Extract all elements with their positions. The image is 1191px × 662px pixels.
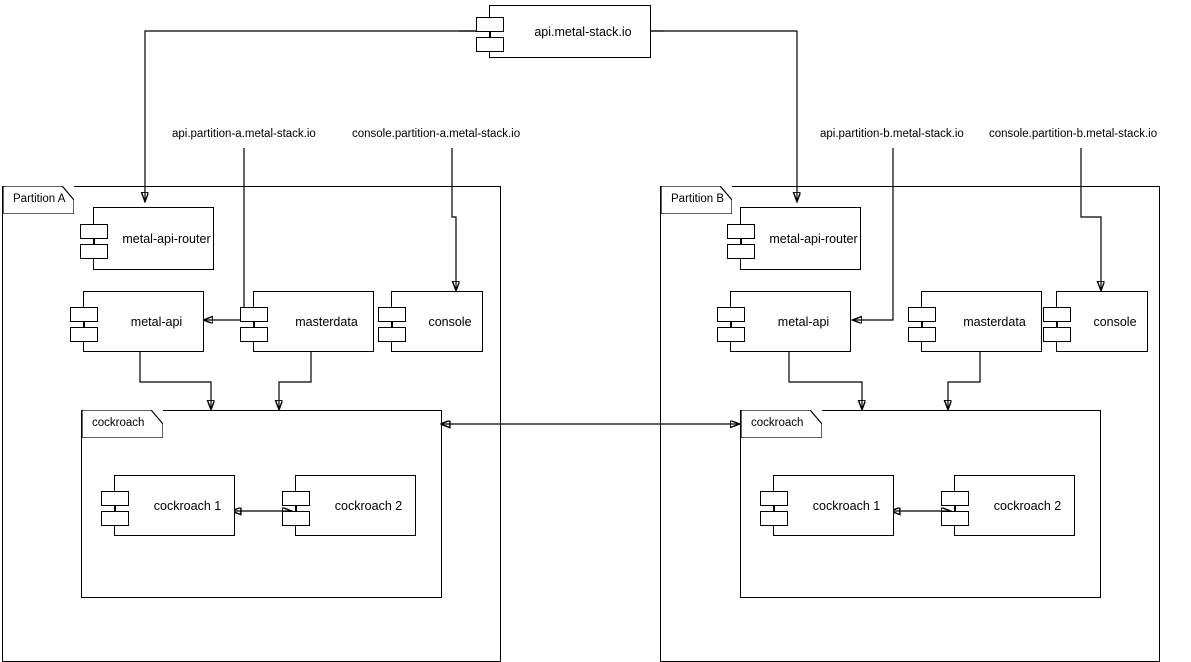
component-label: cockroach 1: [153, 498, 222, 513]
component-port-top: [908, 307, 936, 322]
component-metal-api-b[interactable]: metal-api: [717, 291, 851, 352]
component-port-bottom: [476, 37, 504, 52]
component-port-top: [760, 491, 788, 506]
package-tab-cockroach-a: cockroach: [81, 410, 163, 438]
package-partition-b[interactable]: Partition B metal-api-router metal-api m…: [660, 186, 1160, 662]
port-stem: [83, 307, 85, 339]
port-stem: [295, 491, 297, 523]
component-label: cockroach 1: [812, 498, 881, 513]
component-console-b[interactable]: console: [1043, 291, 1148, 352]
component-port-top: [1043, 307, 1071, 322]
package-label: cockroach: [92, 417, 145, 430]
component-port-bottom: [378, 327, 406, 342]
port-stem: [921, 307, 923, 339]
component-port-top: [282, 491, 310, 506]
package-label: cockroach: [751, 417, 804, 430]
edge-label-console-partition-a: console.partition-a.metal-stack.io: [352, 128, 521, 140]
component-port-bottom: [941, 511, 969, 526]
component-label: api.metal-stack.io: [534, 24, 632, 39]
component-label: cockroach 2: [993, 498, 1062, 513]
component-console-a[interactable]: console: [378, 291, 483, 352]
port-stem: [1056, 307, 1058, 339]
component-port-top: [70, 307, 98, 322]
port-stem: [740, 224, 742, 256]
component-cockroach-2-b[interactable]: cockroach 2: [941, 475, 1075, 536]
package-cockroach-a[interactable]: cockroach cockroach 1 cockroach 2: [81, 410, 442, 598]
component-port-bottom: [717, 327, 745, 342]
package-label: Partition B: [671, 193, 725, 206]
package-label: Partition A: [13, 193, 66, 206]
component-masterdata-a[interactable]: masterdata: [240, 291, 374, 352]
component-cockroach-1-a[interactable]: cockroach 1: [101, 475, 235, 536]
component-masterdata-b[interactable]: masterdata: [908, 291, 1042, 352]
port-stem: [730, 307, 732, 339]
component-metal-api-router-b[interactable]: metal-api-router: [727, 207, 861, 270]
component-metal-api-a[interactable]: metal-api: [70, 291, 204, 352]
component-port-top: [378, 307, 406, 322]
component-port-bottom: [101, 511, 129, 526]
component-port-bottom: [1043, 327, 1071, 342]
component-label: masterdata: [963, 314, 1026, 329]
component-label: cockroach 2: [334, 498, 403, 513]
component-port-bottom: [240, 327, 268, 342]
component-cockroach-1-b[interactable]: cockroach 1: [760, 475, 894, 536]
port-stem: [954, 491, 956, 523]
port-stem: [93, 224, 95, 256]
wire-root-to-router-a: [145, 30, 489, 201]
edge-label-api-partition-b: api.partition-b.metal-stack.io: [820, 128, 964, 140]
component-label: console: [428, 314, 472, 329]
component-port-bottom: [70, 327, 98, 342]
package-tab-partition-b: Partition B: [660, 186, 732, 214]
port-stem: [253, 307, 255, 339]
component-label: metal-api-router: [122, 231, 211, 246]
component-port-bottom: [727, 244, 755, 259]
component-label: metal-api: [777, 314, 830, 329]
component-port-top: [717, 307, 745, 322]
edge-label-console-partition-b: console.partition-b.metal-stack.io: [989, 128, 1158, 140]
component-label: metal-api-router: [769, 231, 858, 246]
port-stem: [391, 307, 393, 339]
package-cockroach-b[interactable]: cockroach cockroach 1 cockroach 2: [740, 410, 1101, 598]
package-partition-a[interactable]: Partition A metal-api-router metal-api m…: [2, 186, 501, 662]
port-stem: [773, 491, 775, 523]
edge-label-api-partition-a: api.partition-a.metal-stack.io: [172, 128, 316, 140]
component-port-top: [80, 224, 108, 239]
component-label: masterdata: [295, 314, 358, 329]
port-stem: [114, 491, 116, 523]
component-cockroach-2-a[interactable]: cockroach 2: [282, 475, 416, 536]
component-label: metal-api: [130, 314, 183, 329]
component-port-top: [941, 491, 969, 506]
component-port-bottom: [80, 244, 108, 259]
component-port-top: [240, 307, 268, 322]
port-stem: [489, 17, 491, 49]
wire-root-to-router-b: [651, 30, 797, 201]
component-port-top: [101, 491, 129, 506]
component-metal-api-router-a[interactable]: metal-api-router: [80, 207, 214, 270]
component-label: console: [1093, 314, 1137, 329]
component-api-metal-stack-io[interactable]: api.metal-stack.io: [476, 5, 651, 58]
component-port-top: [727, 224, 755, 239]
component-port-top: [476, 17, 504, 32]
component-port-bottom: [908, 327, 936, 342]
package-tab-partition-a: Partition A: [2, 186, 74, 214]
component-port-bottom: [282, 511, 310, 526]
component-port-bottom: [760, 511, 788, 526]
package-tab-cockroach-b: cockroach: [740, 410, 822, 438]
